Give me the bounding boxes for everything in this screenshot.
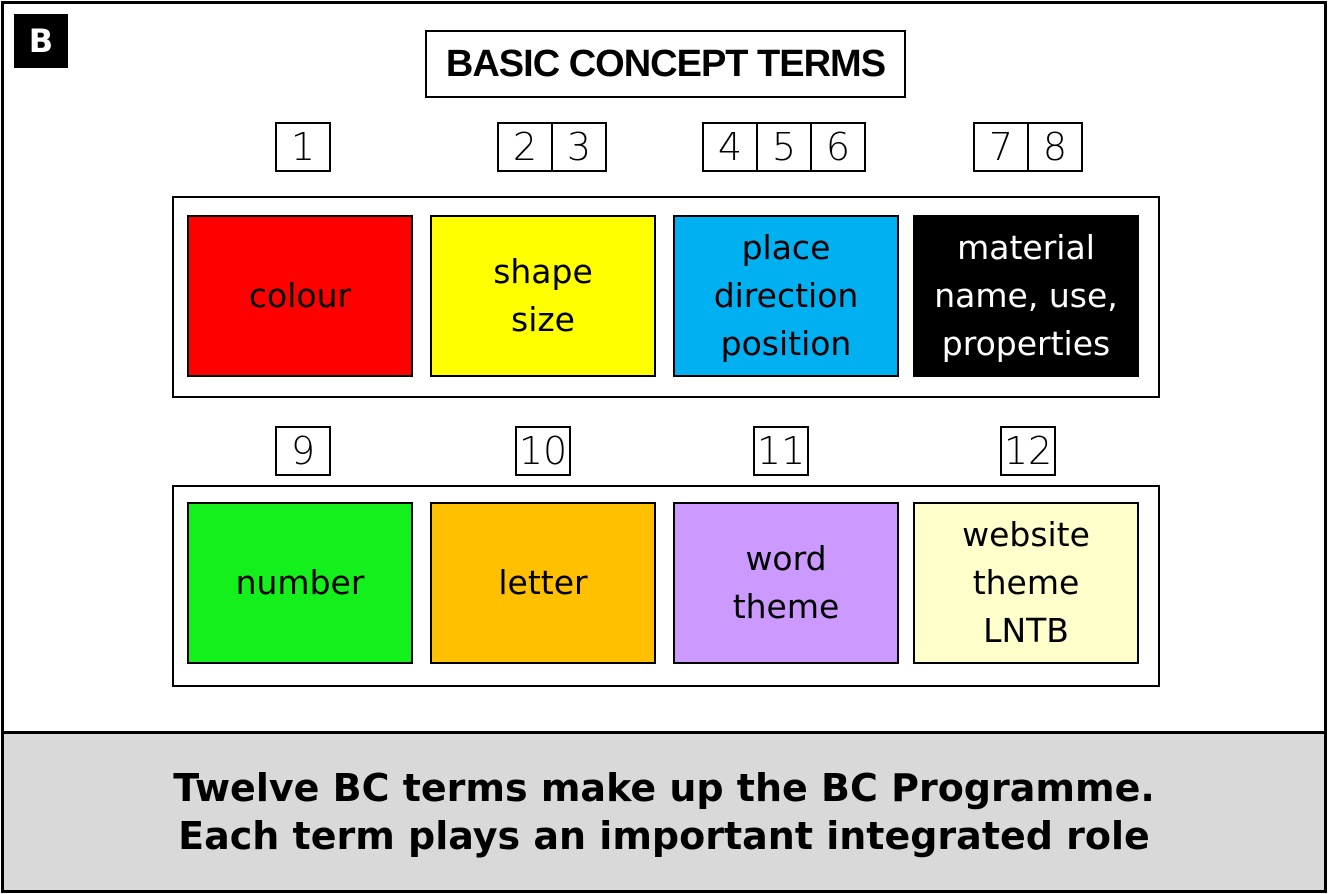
tile-line: theme	[972, 563, 1080, 602]
tile-line: properties	[941, 324, 1111, 363]
number-group-1: 1	[275, 122, 331, 172]
number-box: 8	[1027, 122, 1083, 172]
number-box: 6	[810, 122, 866, 172]
term-tile-place-direction-position: place direction position	[673, 215, 899, 377]
panel-label-badge: B	[14, 14, 68, 68]
number-box: 9	[275, 426, 331, 476]
caption-line-1: Twelve BC terms make up the BC Programme…	[173, 766, 1155, 810]
number-box: 11	[753, 426, 809, 476]
number-group-4-6: 4 5 6	[702, 122, 866, 172]
tile-line: name, use,	[934, 276, 1118, 315]
term-tile-material: material name, use, properties	[913, 215, 1139, 377]
term-tile-shape-size: shape size	[430, 215, 656, 377]
caption-line-2: Each term plays an important integrated …	[178, 814, 1150, 858]
number-group-2-3: 2 3	[497, 122, 607, 172]
tile-line: letter	[498, 563, 588, 602]
tile-line: position	[720, 324, 852, 363]
diagram-title: BASIC CONCEPT TERMS	[425, 30, 906, 98]
number-box: 5	[756, 122, 812, 172]
term-tile-number: number	[187, 502, 413, 664]
tile-line: number	[235, 563, 365, 602]
term-tile-letter: letter	[430, 502, 656, 664]
number-box: 3	[551, 122, 607, 172]
term-tile-word-theme: word theme	[673, 502, 899, 664]
number-box: 2	[497, 122, 553, 172]
number-group-12: 12	[1000, 426, 1056, 476]
caption-footer: Twelve BC terms make up the BC Programme…	[1, 731, 1327, 893]
number-box: 10	[515, 426, 571, 476]
number-group-9: 9	[275, 426, 331, 476]
number-box: 12	[1000, 426, 1056, 476]
term-tile-colour: colour	[187, 215, 413, 377]
tile-line: shape	[493, 252, 593, 291]
tile-line: size	[511, 300, 575, 339]
term-tile-website-theme-lntb: website theme LNTB	[913, 502, 1139, 664]
number-group-7-8: 7 8	[973, 122, 1083, 172]
tile-line: LNTB	[983, 611, 1069, 650]
number-box: 4	[702, 122, 758, 172]
tile-line: material	[957, 228, 1095, 267]
number-group-11: 11	[753, 426, 809, 476]
number-box: 7	[973, 122, 1029, 172]
tile-line: website	[962, 515, 1090, 554]
number-box: 1	[275, 122, 331, 172]
tile-line: colour	[248, 276, 352, 315]
number-group-10: 10	[515, 426, 571, 476]
tile-line: place	[741, 228, 831, 267]
tile-line: word	[745, 539, 827, 578]
tile-line: theme	[732, 587, 840, 626]
tile-line: direction	[713, 276, 859, 315]
